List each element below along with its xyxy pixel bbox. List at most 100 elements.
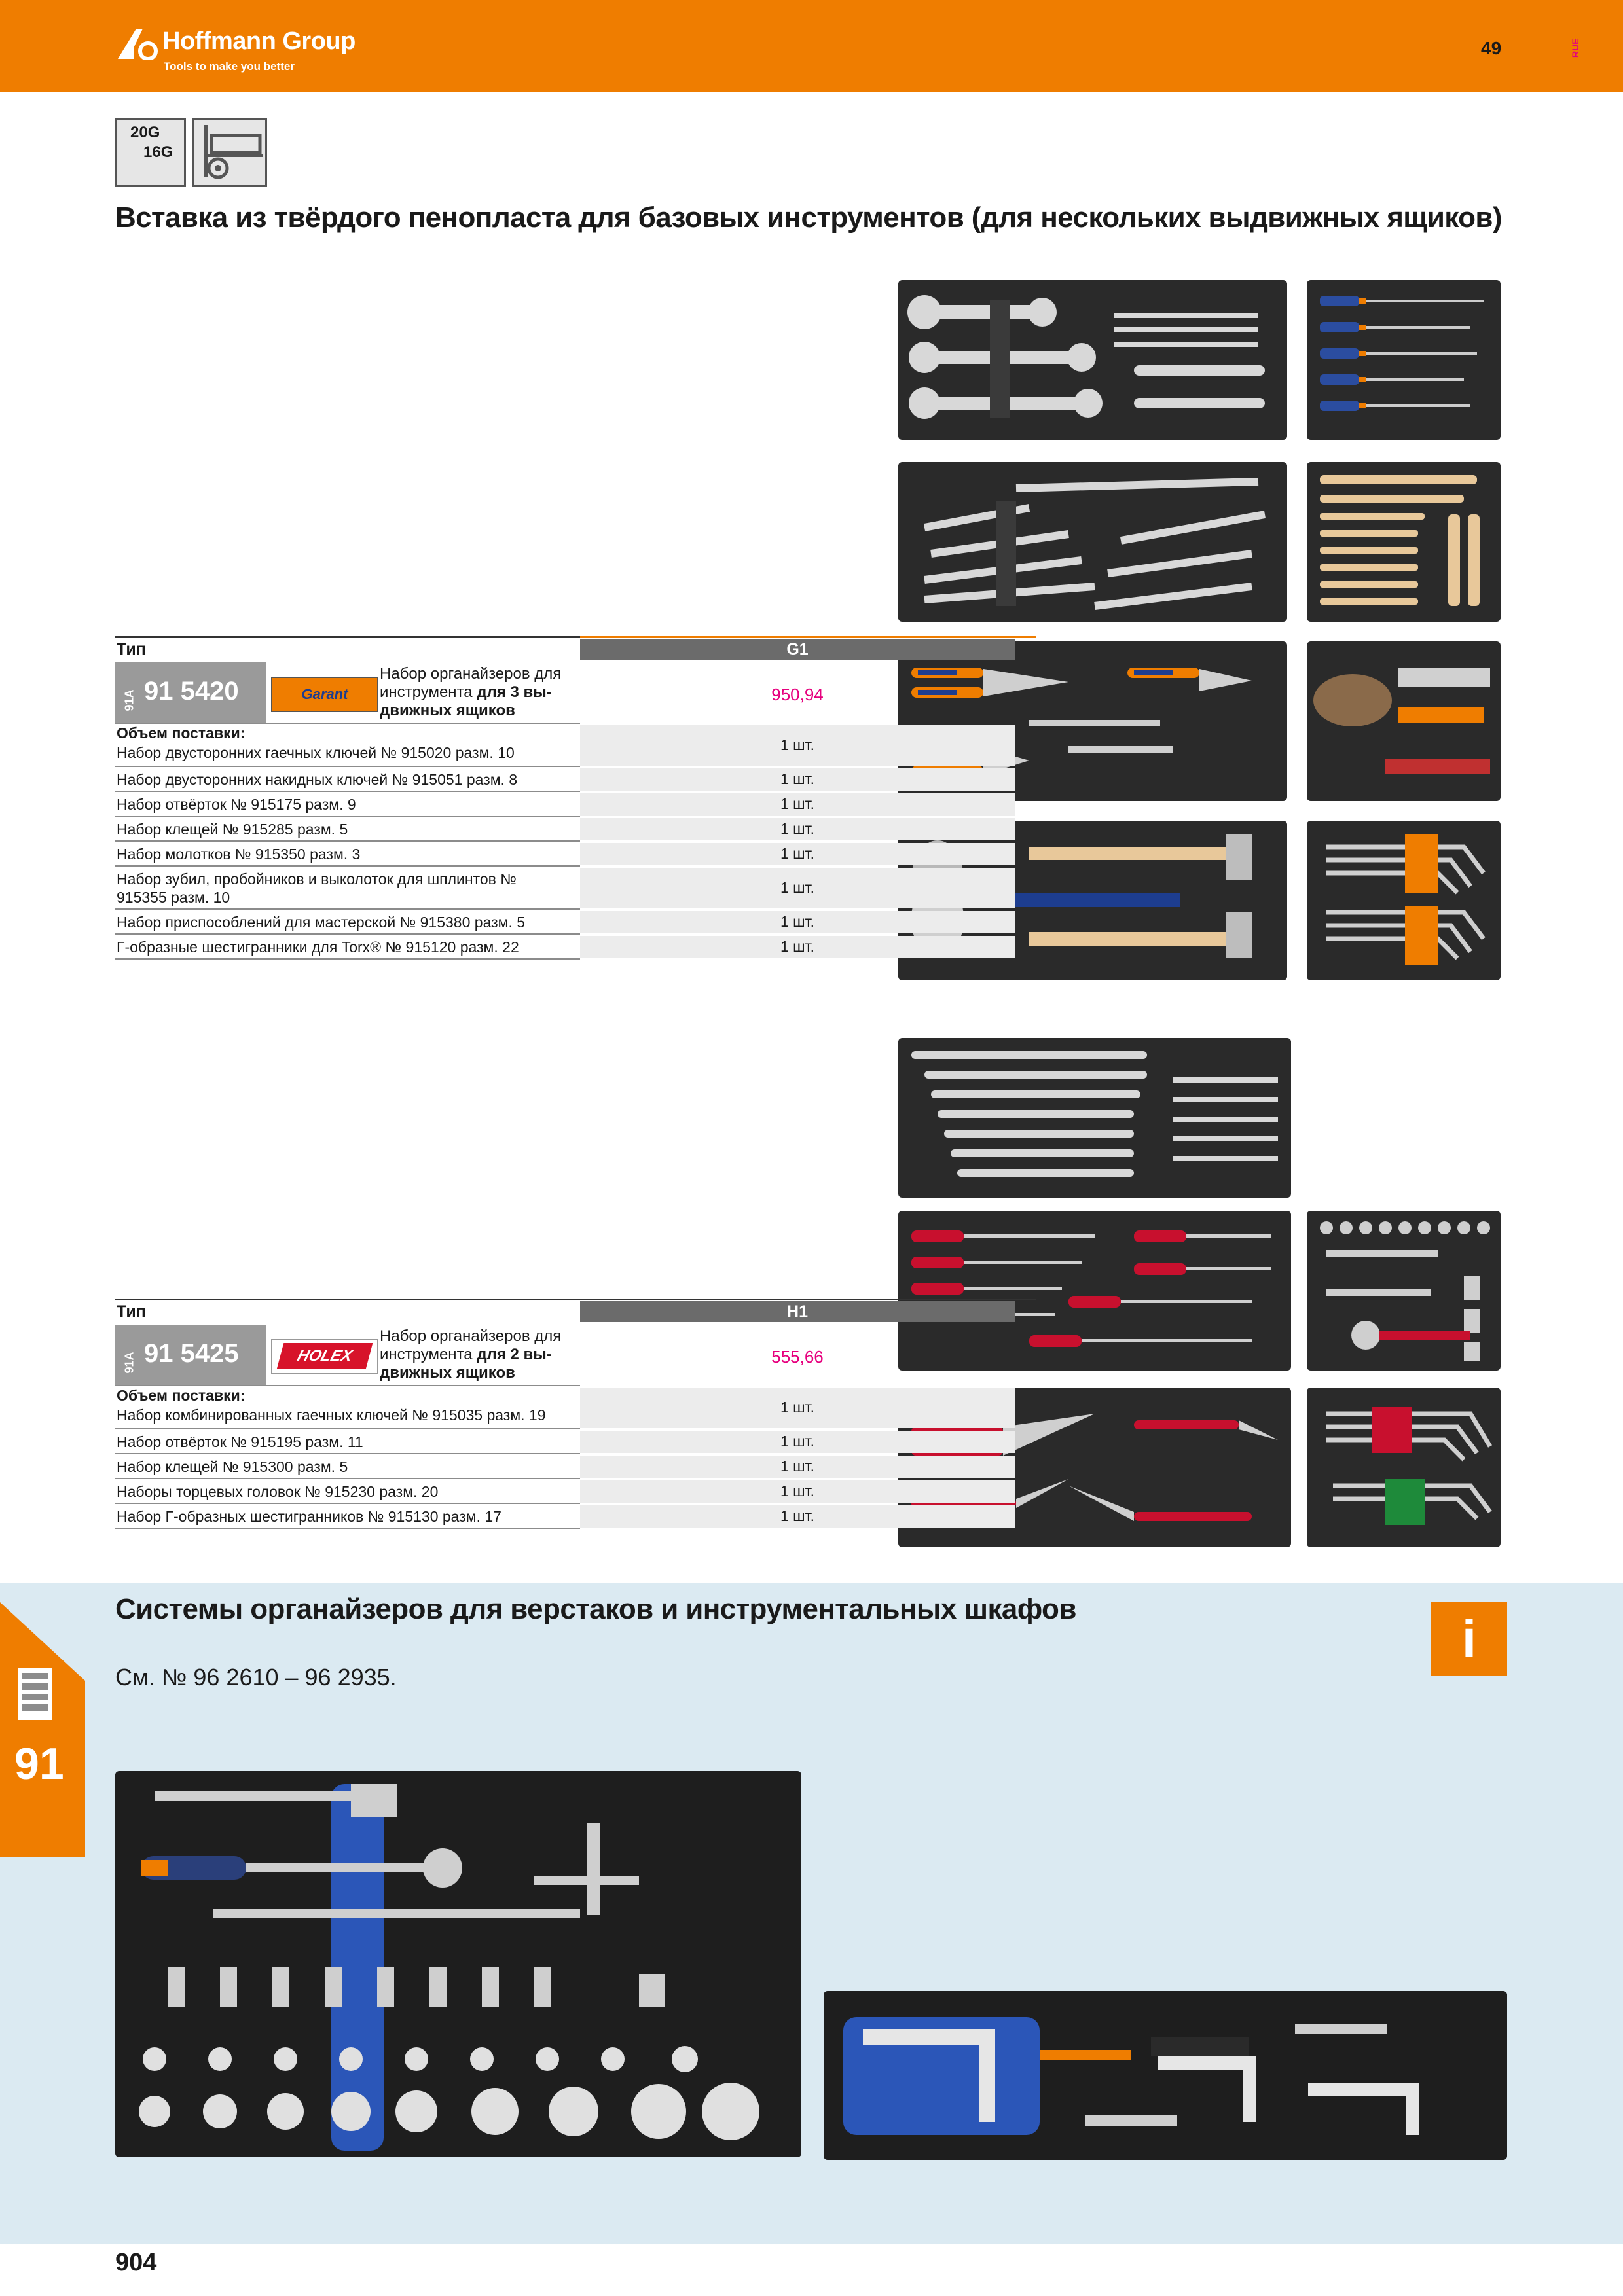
section-title: Вставка из твёрдого пенопласта для базов… — [115, 202, 1503, 234]
scope-label: Объем поставки: — [117, 1387, 246, 1404]
scope-label: Объем поставки: — [117, 725, 246, 742]
rule — [115, 791, 580, 792]
chisel-tray-image — [1320, 475, 1480, 606]
table-row: Г-образные шестигранники для Torx® № 915… — [115, 935, 1036, 960]
article-bar — [115, 1325, 266, 1385]
workshop-tray-image — [1313, 668, 1490, 774]
garant-brand-logo: Garant — [271, 677, 378, 712]
row-quantity: 1 шт. — [780, 913, 814, 930]
rule — [115, 816, 580, 817]
row-quantity: 1 шт. — [780, 1399, 814, 1416]
row-quantity: 1 шт. — [780, 1433, 814, 1450]
drawer-icon — [204, 125, 263, 179]
row-description: Набор Г-образных шестигранников № 915130… — [117, 1508, 501, 1525]
table-row: Набор Г-образных шестигранников № 915130… — [115, 1504, 1036, 1529]
price[interactable]: 555,66 — [771, 1347, 824, 1367]
qty-cell — [580, 818, 1015, 840]
qty-cell — [580, 911, 1015, 933]
table-row: Набор зубил, пробойников и выколоток для… — [115, 867, 1036, 910]
desc-line-3: движных ящиков — [380, 1364, 515, 1382]
row-quantity: 1 шт. — [780, 1458, 814, 1475]
article-prefix: 91A — [122, 1352, 136, 1374]
tray-hex-keys — [1307, 1388, 1501, 1547]
socket-small-tray-image — [1320, 1221, 1490, 1361]
desc-line-3: движных ящиков — [380, 702, 515, 719]
row-description: Набор двусторонних гаечных ключей № 9150… — [117, 744, 515, 761]
tray-chisels-punches — [1307, 462, 1501, 622]
brand-name: Hoffmann Group — [162, 27, 356, 55]
desc-line-2: инструмента для 2 вы- — [380, 1346, 576, 1364]
column-header: H1 — [580, 1301, 1015, 1322]
row-description: Набор клещей № 915300 разм. 5 — [117, 1458, 348, 1475]
row-description: Набор приспособлений для мастерской № 91… — [117, 914, 526, 931]
row-description: Набор комбинированных гаечных ключей № 9… — [117, 1407, 546, 1424]
wrench-tray-image — [907, 295, 1265, 419]
price[interactable]: 950,94 — [771, 685, 824, 704]
qty-cell — [580, 1480, 1015, 1503]
article-prefix: 91A — [122, 689, 136, 711]
info-icon[interactable]: i — [1431, 1602, 1507, 1676]
qty-cell — [580, 1456, 1015, 1478]
type-label: Тип — [117, 640, 146, 658]
tray-torx-keys — [1307, 821, 1501, 980]
tray-screwdrivers-red — [898, 1211, 1291, 1371]
chapter-tab — [0, 1602, 85, 1857]
size-badge: 20G 16G — [115, 118, 186, 187]
rule — [115, 1428, 580, 1429]
qty-cell — [580, 868, 1015, 908]
desc-part: инструмента — [380, 1346, 477, 1363]
rule — [115, 865, 580, 867]
table-row: Набор приспособлений для мастерской № 91… — [115, 910, 1036, 935]
page-ref: 49 — [1481, 38, 1502, 58]
column-header: G1 — [580, 639, 1015, 660]
rule — [115, 1478, 580, 1479]
qty-cell — [580, 1388, 1015, 1428]
table-row: Набор клещей № 915300 разм. 5 1 шт. — [115, 1454, 1036, 1479]
rule — [115, 1385, 580, 1386]
desc-line-1: Набор органайзеров для — [380, 1327, 562, 1345]
product-description: Набор органайзеров для инструмента для 3… — [380, 665, 576, 720]
row-description: Набор зубил, пробойников и выколоток для… — [117, 870, 517, 888]
row-quantity: 1 шт. — [780, 1507, 814, 1524]
ring-spanner-tray-image — [923, 478, 1266, 610]
row-quantity: 1 шт. — [780, 820, 814, 837]
holex-brand-logo: HOLEX — [271, 1339, 378, 1374]
desc-bold: для 2 вы- — [477, 1346, 552, 1363]
article-number: 91 5425 — [144, 1339, 239, 1368]
size-line-1: 20G — [130, 124, 160, 141]
tray-pliers — [898, 641, 1287, 801]
row-quantity: 1 шт. — [780, 879, 814, 896]
row-description: Набор двусторонних накидных ключей № 915… — [117, 771, 518, 788]
rule — [115, 636, 580, 638]
rule — [115, 1528, 580, 1529]
rule — [115, 958, 580, 960]
page-number: 904 — [115, 2249, 157, 2276]
holex-label: HOLEX — [276, 1343, 373, 1369]
see-reference[interactable]: См. № 96 2610 – 96 2935. — [115, 1664, 397, 1691]
rule — [115, 908, 580, 910]
qty-cell — [580, 936, 1015, 958]
page-header — [0, 0, 1623, 92]
screwdriver-tray-image — [1320, 296, 1484, 411]
tray-workshop-tools — [1307, 641, 1501, 801]
table-row: Наборы торцевых головок № 915230 разм. 2… — [115, 1479, 1036, 1504]
row-description: Набор отвёрток № 915195 разм. 11 — [117, 1433, 363, 1450]
desc-part: инструмента — [380, 683, 477, 701]
row-description: Г-образные шестигранники для Torx® № 915… — [117, 939, 519, 956]
tray-open-end-wrenches — [898, 280, 1287, 440]
hoffmann-logo-icon — [118, 29, 158, 60]
article-number: 91 5420 — [144, 677, 239, 706]
qty-cell — [580, 768, 1015, 791]
table-row: Набор двусторонних гаечных ключей № 9150… — [115, 724, 1036, 767]
qty-cell — [580, 725, 1015, 766]
table-row: Набор двусторонних накидных ключей № 915… — [115, 767, 1036, 792]
hex-key-tray-image — [1326, 1407, 1493, 1525]
chapter-number: 91 — [14, 1739, 64, 1789]
brand-tagline: Tools to make you better — [164, 60, 295, 73]
product-description: Набор органайзеров для инструмента для 2… — [380, 1327, 576, 1382]
combo-wrench-tray-image — [911, 1051, 1278, 1177]
row-quantity: 1 шт. — [780, 845, 814, 862]
tray-combination-wrenches — [898, 1038, 1291, 1198]
row-quantity: 1 шт. — [780, 770, 814, 787]
